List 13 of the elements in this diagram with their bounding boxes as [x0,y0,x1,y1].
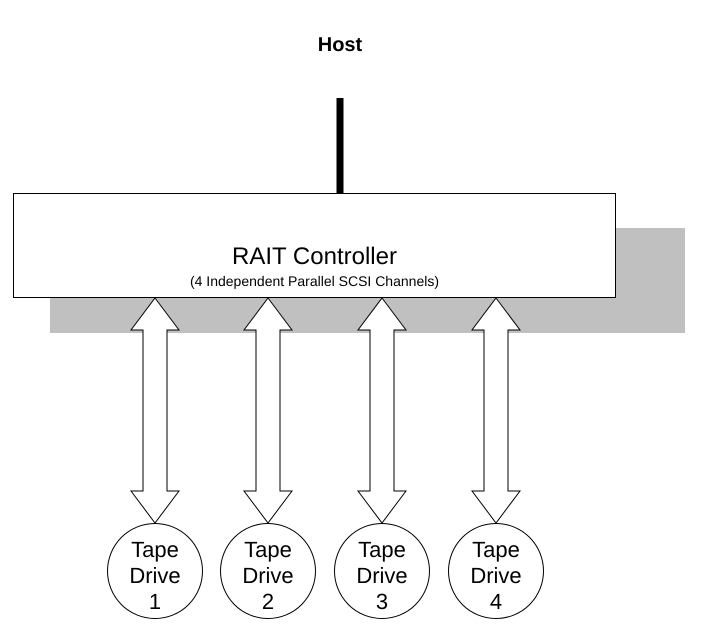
drive-label: Tape Drive 3 [355,537,409,615]
double-block-arrow [243,297,293,524]
double-block-arrow [357,297,407,524]
double-block-arrow [130,297,180,524]
drive-label: Tape Drive 1 [128,537,182,615]
controller-subtitle: (4 Independent Parallel SCSI Channels) [190,272,440,290]
drive-label: Tape Drive 4 [469,537,523,615]
double-block-arrow [471,297,521,524]
controller-box [13,193,616,298]
host-label: Host [318,33,362,58]
drive-label: Tape Drive 2 [241,537,295,615]
controller-title: RAIT Controller [232,242,397,272]
connector-line [336,98,344,193]
